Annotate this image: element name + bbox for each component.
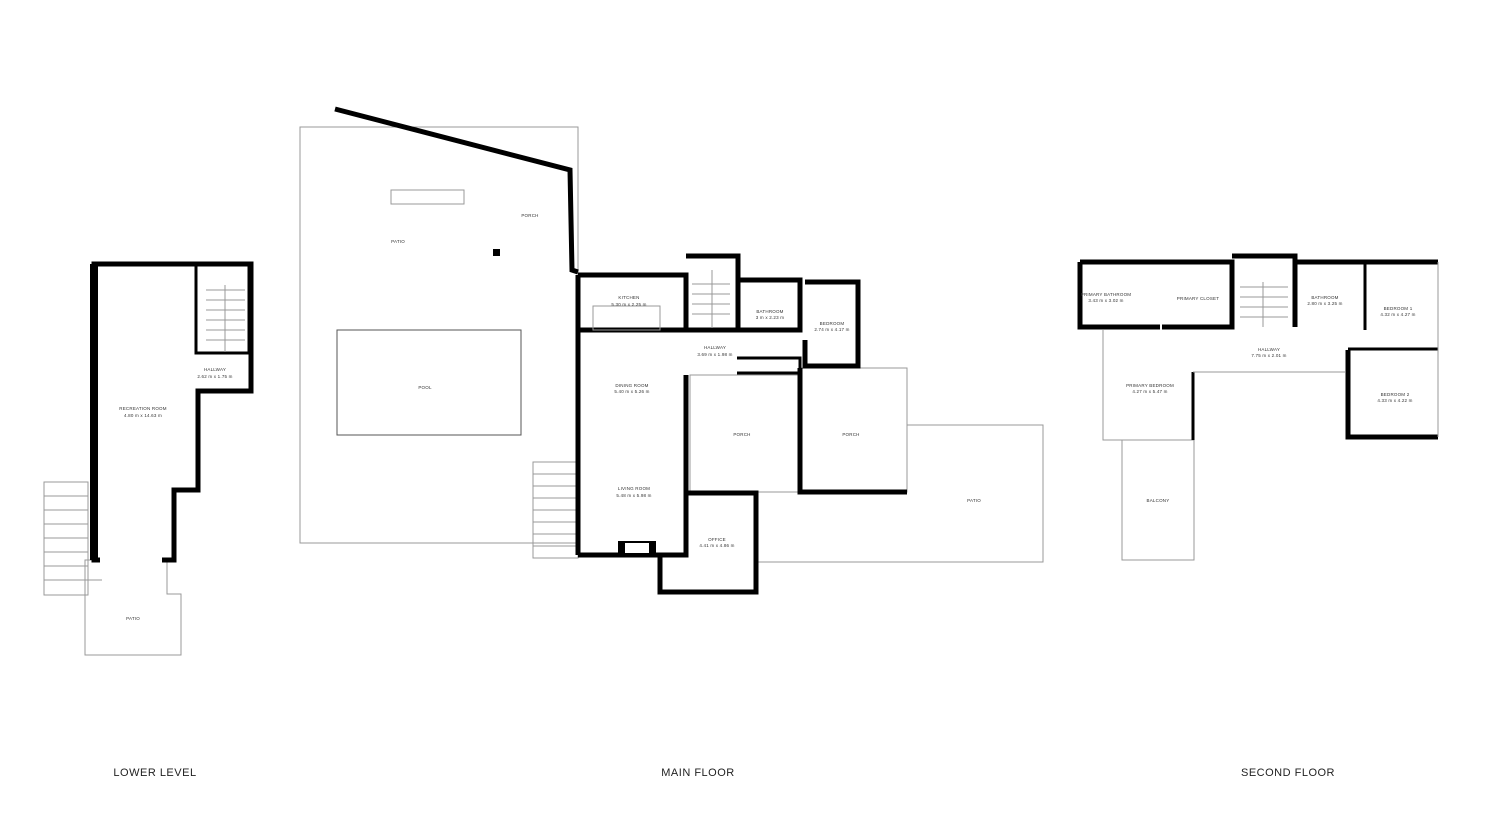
room-label: BATHROOM: [1311, 295, 1338, 300]
lower-walls: [91, 261, 254, 563]
room-size: 3.43 m x 3.02 m: [1088, 298, 1123, 303]
second-floor-plan: PRIMARY BATHROOM 3.43 m x 3.02 m PRIMARY…: [1077, 253, 1439, 561]
floor-title-second-floor: SECOND FLOOR: [1241, 767, 1335, 779]
room-size: 2.80 m x 3.25 m: [1307, 301, 1342, 306]
room-label: KITCHEN: [618, 295, 639, 300]
bench: [390, 189, 465, 205]
room-size: 5.48 m x 5.98 m: [616, 493, 651, 498]
room-size: 5.40 m x 5.26 m: [614, 389, 649, 394]
room-label: PRIMARY BEDROOM: [1126, 383, 1174, 388]
room-size: 3 m x 2.23 m: [756, 315, 784, 320]
room-label: PORCH: [521, 213, 538, 218]
room-size: 3.69 m x 1.98 m: [697, 352, 732, 357]
room-label: HALLWAY: [1258, 347, 1280, 352]
room-label: PORCH: [842, 432, 859, 437]
room-size: 7.75 m x 2.01 m: [1251, 353, 1286, 358]
room-label: BATHROOM: [756, 309, 783, 314]
lower-stairwell: [194, 262, 251, 355]
room-size: 4.41 m x 4.86 m: [699, 543, 734, 548]
exterior-stairs: [43, 481, 102, 596]
room-label: BEDROOM 2: [1381, 392, 1410, 397]
room-size: 2.74 m x 4.17 m: [814, 327, 849, 332]
lower-level-plan: HALLWAY 2.62 m x 1.75 m RECREATION ROOM …: [43, 261, 254, 656]
floor-title-main-floor: MAIN FLOOR: [661, 767, 734, 779]
room-label: LIVING ROOM: [618, 486, 650, 491]
room-label: BALCONY: [1147, 498, 1170, 503]
room-label: PATIO: [126, 616, 140, 621]
room-label: PORCH: [733, 432, 750, 437]
floor-title-lower-level: LOWER LEVEL: [113, 767, 196, 779]
room-label: HALLWAY: [704, 345, 726, 350]
lower-stairs: [206, 285, 245, 352]
room-label: PATIO: [391, 239, 405, 244]
room-size: 2.62 m x 1.75 m: [197, 374, 232, 379]
porch-wall: [334, 106, 579, 275]
room-label: PATIO: [967, 498, 981, 503]
room-label: OFFICE: [708, 537, 726, 542]
room-size: 4.32 m x 4.27 m: [1380, 312, 1415, 317]
lower-patio-outline: [84, 559, 182, 656]
room-label: BEDROOM: [820, 321, 845, 326]
room-label: BEDROOM 1: [1384, 306, 1413, 311]
patio-outline: [299, 126, 579, 544]
room-label: DINING ROOM: [615, 383, 648, 388]
room-label: RECREATION ROOM: [119, 406, 166, 411]
main-exterior-stairs: [532, 461, 579, 559]
main-floor-plan: PATIO PORCH POOL KITCHEN 5.30 m x 2.25 m…: [299, 106, 1044, 595]
room-label: PRIMARY BATHROOM: [1081, 292, 1132, 297]
pool: [336, 329, 522, 436]
room-size: 4.80 m x 14.63 m: [124, 413, 162, 418]
room-size: 4.27 m x 5.47 m: [1132, 389, 1167, 394]
room-size: 5.30 m x 2.25 m: [611, 302, 646, 307]
room-size: 4.33 m x 4.22 m: [1377, 398, 1412, 403]
room-label: POOL: [418, 385, 432, 390]
room-label: PRIMARY CLOSET: [1177, 296, 1219, 301]
room-label: HALLWAY: [204, 367, 226, 372]
